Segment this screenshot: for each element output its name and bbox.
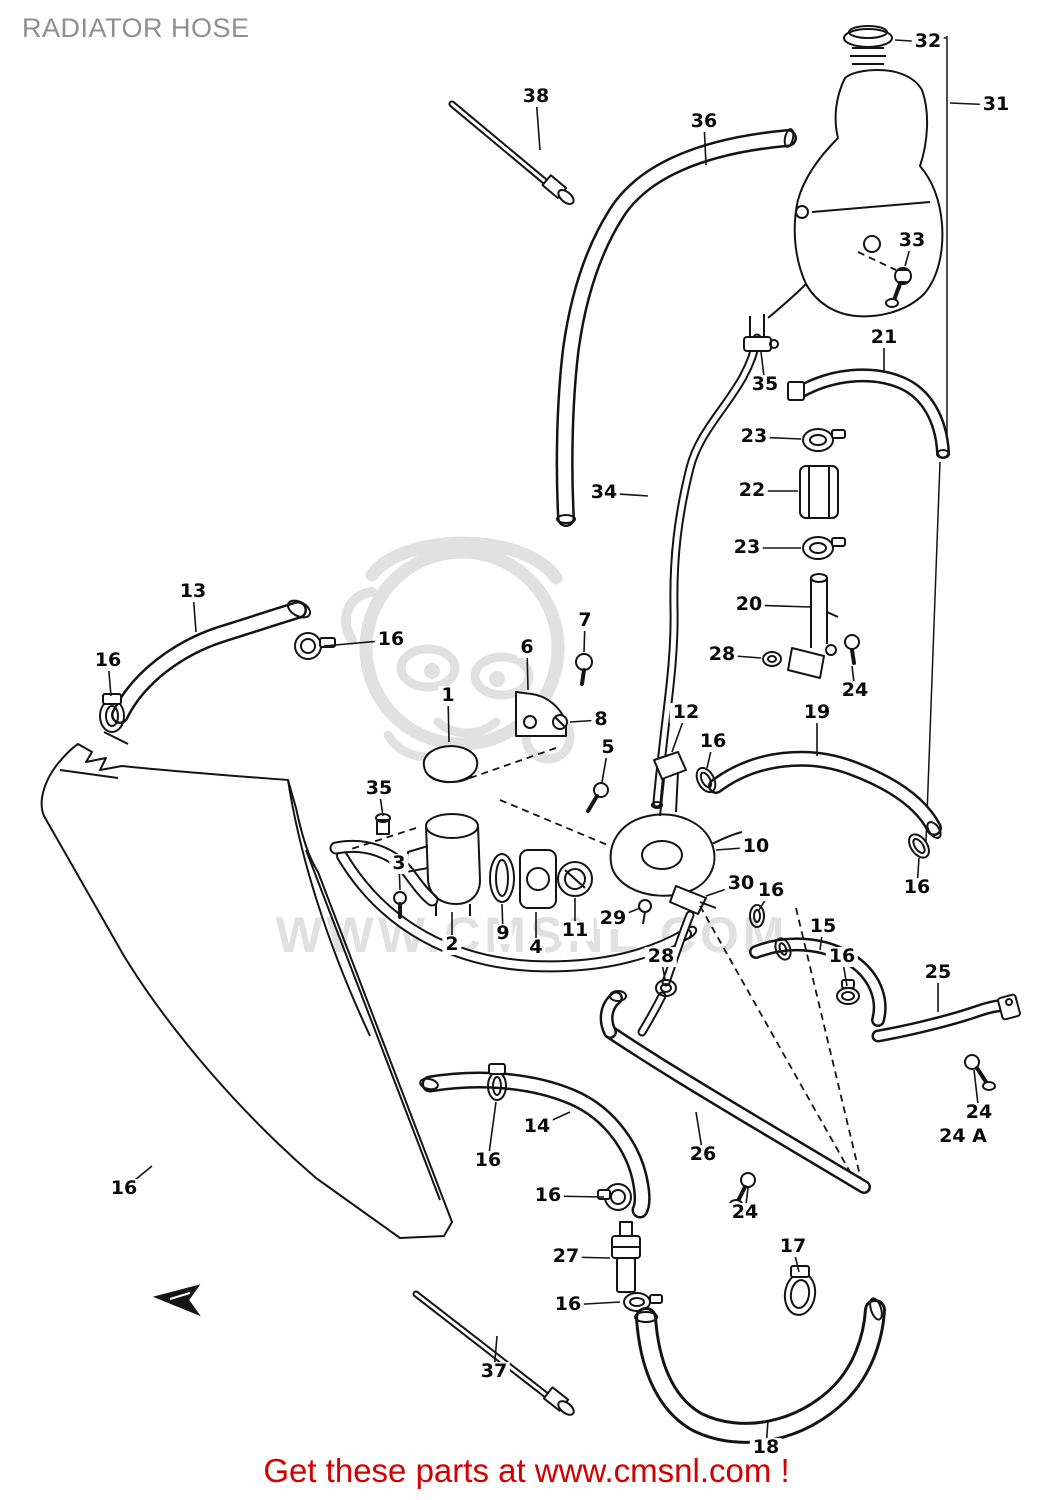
clamp-16-hose13-lower	[99, 693, 125, 733]
union-27	[611, 1221, 641, 1293]
pipe-28-lower	[642, 915, 690, 1032]
bolt-24-upper	[844, 634, 860, 665]
clamp-23-upper	[802, 428, 846, 452]
bolt-35-small	[375, 813, 391, 835]
bolt-7	[575, 653, 593, 686]
hose-18	[634, 1297, 884, 1433]
fitting-30	[669, 885, 717, 915]
ring-28-upper	[762, 651, 782, 667]
bolt-24-pipe26	[729, 1172, 756, 1209]
hose-36	[557, 128, 795, 523]
clamp-16-hose15-right	[836, 979, 860, 1005]
pipe-25	[878, 993, 1021, 1036]
hose-13	[120, 599, 312, 715]
bracket-12	[653, 751, 687, 817]
hose-19	[716, 759, 943, 839]
clamp-16-hose13-upper	[294, 632, 336, 660]
clamp-17	[783, 1265, 817, 1316]
bolt-3	[393, 891, 407, 919]
hose-14	[419, 1077, 642, 1210]
hose-34	[651, 338, 757, 809]
housing-4	[519, 849, 557, 909]
cover-10	[609, 813, 743, 897]
bolt-24-pipe25	[964, 1054, 996, 1091]
radiator-outline	[40, 731, 453, 1239]
clamp-16-hose19-left	[695, 766, 717, 794]
gasket-9	[489, 853, 515, 903]
page-title: RADIATOR HOSE	[22, 13, 250, 43]
bolt-33	[857, 251, 912, 308]
clamp-35-tank	[743, 336, 779, 352]
reservoir-tank	[749, 25, 944, 336]
clamp-16-hose15-left	[774, 937, 792, 961]
thermostat-11	[557, 861, 593, 897]
clamp-23-lower	[802, 536, 846, 560]
pipe-26	[599, 905, 864, 1187]
front-arrow-icon	[152, 1284, 201, 1317]
bolt-8	[552, 714, 568, 730]
clamp-16-fitting30	[749, 904, 765, 928]
footer-cta: Get these parts at www.cmsnl.com !	[263, 1452, 790, 1489]
clamp-16-hose18	[623, 1292, 663, 1312]
tube-22	[799, 465, 839, 519]
watermark-text: WWW.CMSNL.COM	[275, 907, 788, 963]
hose-21	[787, 375, 950, 459]
clamp-16-hose14-left	[487, 1063, 507, 1101]
pipe-20	[787, 573, 839, 679]
bolt-38	[448, 100, 575, 205]
bolt-5	[586, 782, 609, 813]
clamp-16-hose19-right	[908, 833, 930, 859]
assembly-dash-lines	[347, 747, 611, 851]
bolt-37	[412, 1290, 575, 1416]
filler-neck-2	[405, 813, 481, 916]
fitting-29	[638, 899, 652, 925]
cap-1	[422, 745, 479, 784]
